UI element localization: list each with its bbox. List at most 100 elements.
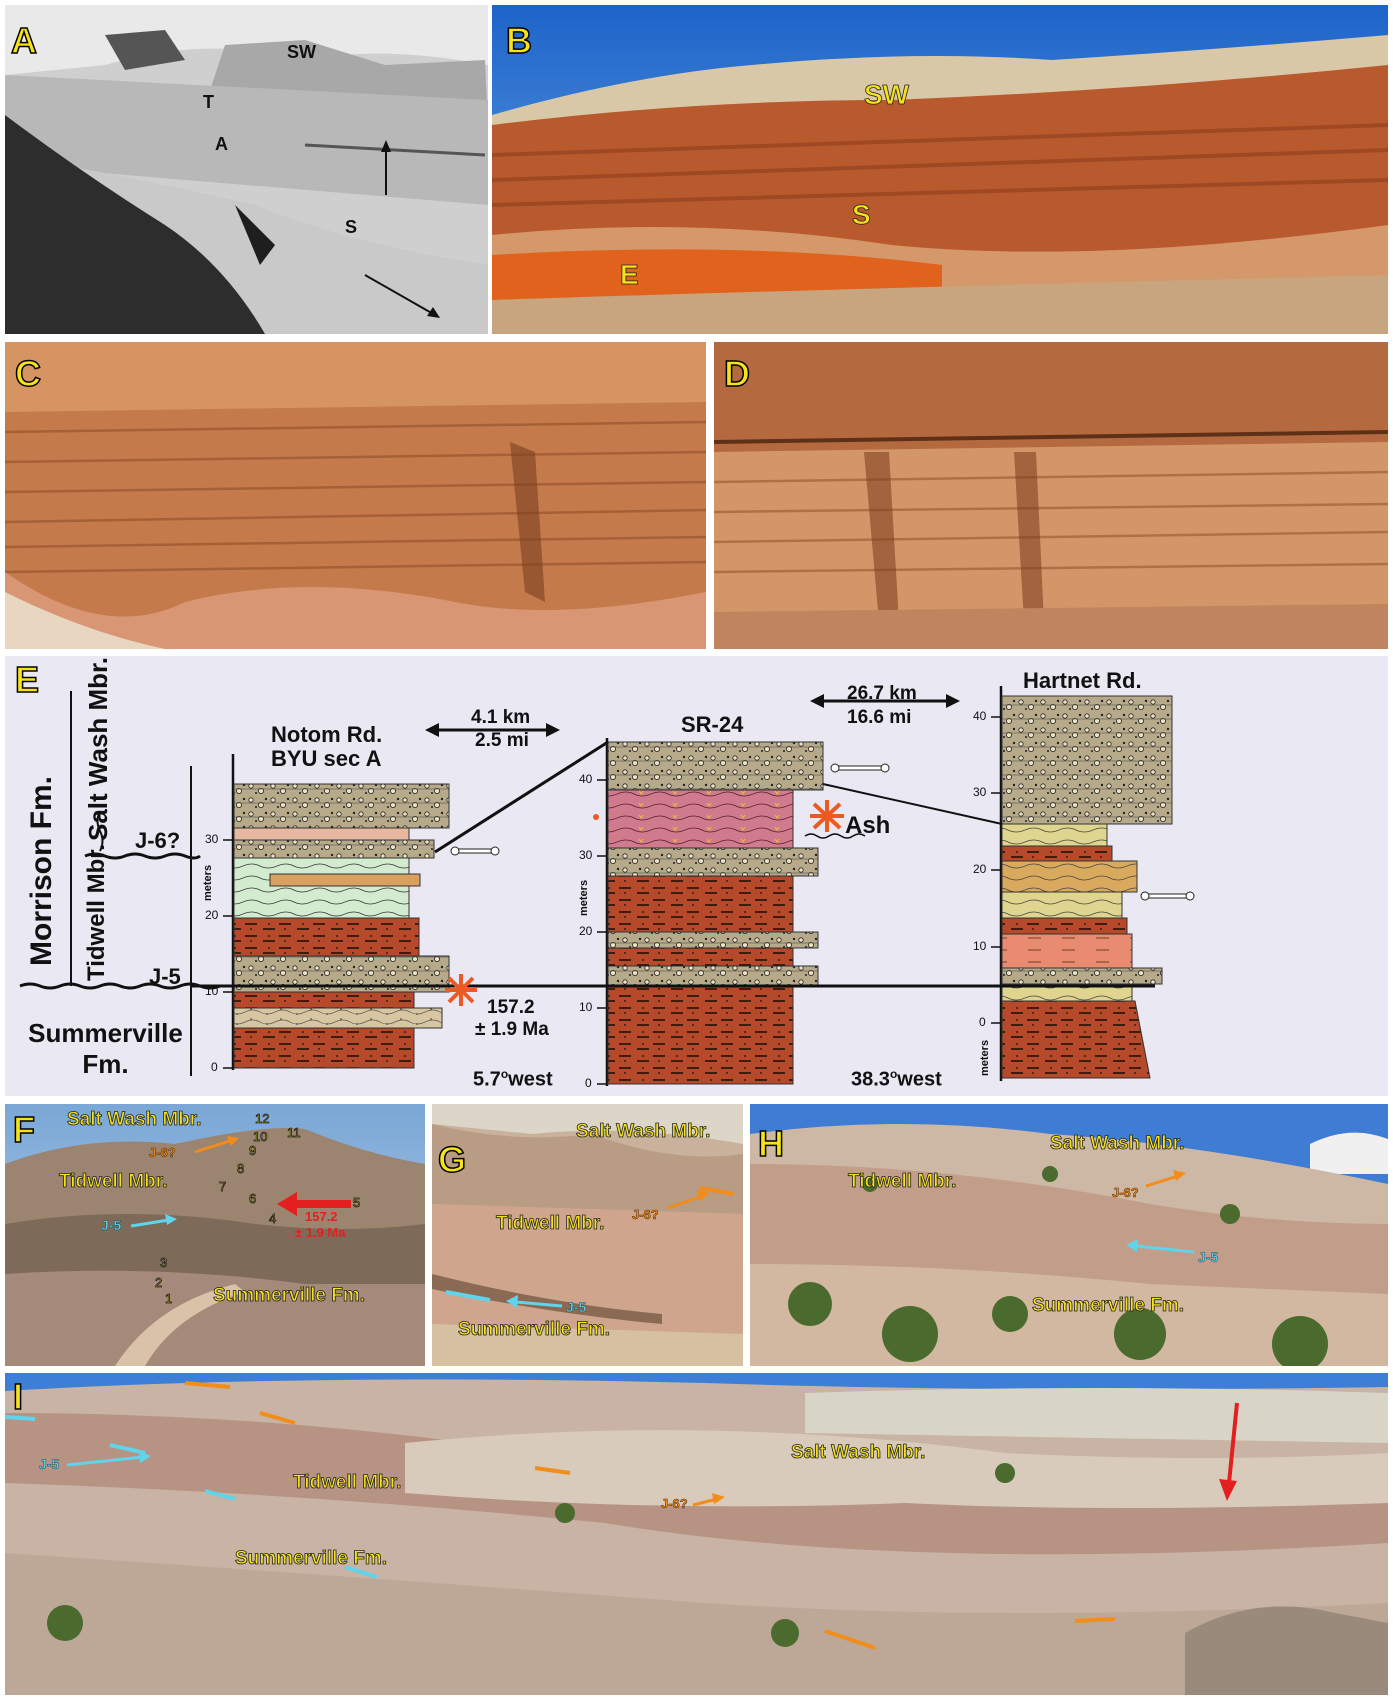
panel-d: D	[714, 342, 1388, 649]
f-num-7: 7	[219, 1179, 227, 1194]
hartnet-angle: 38.3owest	[851, 1067, 942, 1091]
panel-e: E Morrison Fm. Salt Wash Mbr. Tidwell Mb…	[5, 656, 1388, 1096]
i-summerville: Summerville Fm.	[235, 1548, 388, 1569]
hartnet-angle-value: 38.3	[851, 1068, 890, 1091]
i-tidwell: Tidwell Mbr.	[293, 1472, 402, 1493]
hartnet-angle-dir: west	[897, 1068, 942, 1091]
panel-b-label: B	[505, 20, 533, 61]
f-num-11: 11	[287, 1125, 301, 1140]
panel-f: F Salt Wash Mbr. Tidwell Mbr. Summervill…	[5, 1104, 425, 1366]
panel-h-arrows	[1126, 1170, 1195, 1254]
notom-angle-dir: west	[508, 1068, 553, 1091]
sr24-tick-10: 10	[579, 1000, 593, 1014]
f-summerville: Summerville Fm.	[213, 1285, 366, 1306]
hartnet-tick-30: 30	[973, 785, 987, 799]
panel-i-arrows	[66, 1402, 1239, 1507]
notom-angle-value: 5.7	[473, 1068, 501, 1091]
panel-b-photo	[492, 5, 1388, 334]
dist1-km: 4.1 km	[471, 707, 531, 728]
notom-title-2: BYU sec A	[271, 746, 382, 771]
i-j5: J-5	[39, 1456, 60, 1472]
panel-c: C	[5, 342, 706, 649]
panel-b: B SW S E	[492, 5, 1388, 334]
panel-f-label: F	[12, 1109, 36, 1150]
panel-a-photo	[5, 5, 488, 334]
h-j5: J-5	[1198, 1249, 1219, 1265]
g-tidwell: Tidwell Mbr.	[496, 1213, 605, 1234]
f-j6: J-6?	[149, 1145, 176, 1160]
f-tidwell: Tidwell Mbr.	[59, 1171, 168, 1192]
g-salt-wash: Salt Wash Mbr.	[576, 1121, 711, 1142]
panel-g: G Salt Wash Mbr. Tidwell Mbr. Summervill…	[432, 1104, 743, 1366]
g-summerville: Summerville Fm.	[458, 1319, 611, 1340]
panel-d-photo	[714, 342, 1388, 649]
panel-g-label: G	[437, 1139, 467, 1180]
j5-label-e: J-5	[149, 964, 181, 989]
dist1-mi: 2.5 mi	[475, 730, 529, 751]
notom-tick-20: 20	[205, 908, 219, 922]
age-value: 157.2	[487, 997, 535, 1018]
panel-c-photo	[5, 342, 706, 649]
f-num-2: 2	[155, 1275, 163, 1290]
panel-g-photo	[432, 1104, 743, 1366]
panel-a-t-mark: T	[203, 92, 214, 112]
h-tidwell: Tidwell Mbr.	[848, 1171, 957, 1192]
f-num-5: 5	[353, 1195, 361, 1210]
f-num-3: 3	[160, 1255, 168, 1270]
hartnet-tick-20: 20	[973, 862, 987, 876]
panel-c-label: C	[14, 353, 42, 394]
panel-i: I Salt Wash Mbr. Tidwell Mbr. Summervill…	[5, 1373, 1388, 1695]
notom-angle: 5.7owest	[473, 1067, 553, 1091]
panel-a-sw-mark: SW	[287, 42, 316, 62]
hartnet-tick-0: 0	[979, 1015, 986, 1029]
morrison-fm-label: Morrison Fm.	[25, 775, 58, 966]
panel-f-arrows	[130, 1136, 351, 1228]
f-j5: J-5	[101, 1217, 122, 1233]
panel-i-label: I	[12, 1376, 24, 1417]
j6-label-e: J-6?	[135, 828, 181, 853]
age-error: ± 1.9 Ma	[475, 1019, 549, 1040]
g-j5: J-5	[566, 1299, 587, 1315]
hartnet-tick-10: 10	[973, 939, 987, 953]
notom-tick-30: 30	[205, 832, 219, 846]
panel-d-label: D	[723, 353, 751, 394]
sr24-tick-20: 20	[579, 924, 593, 938]
i-j6: J-6?	[661, 1496, 688, 1511]
panel-b-sw-mark: SW	[864, 79, 910, 110]
f-num-8: 8	[237, 1161, 245, 1176]
hartnet-unit: meters	[979, 1039, 991, 1076]
f-num-10: 10	[253, 1129, 268, 1144]
sr24-tick-30: 30	[579, 848, 593, 862]
hartnet-title: Hartnet Rd.	[1023, 668, 1142, 693]
h-summerville: Summerville Fm.	[1032, 1295, 1185, 1316]
salt-wash-label-e: Salt Wash Mbr.	[83, 657, 113, 841]
panel-a-label: A	[10, 20, 38, 61]
summerville-label-e: Summerville Fm.	[28, 1018, 183, 1080]
sr24-tick-0: 0	[585, 1076, 592, 1090]
f-num-12: 12	[255, 1111, 270, 1126]
panel-b-e-mark: E	[620, 259, 639, 290]
panel-h-label: H	[757, 1123, 785, 1164]
hartnet-tick-40: 40	[973, 709, 987, 723]
g-j6: J-6?	[632, 1207, 659, 1222]
panel-f-photo	[5, 1104, 425, 1366]
i-salt-wash: Salt Wash Mbr.	[791, 1442, 926, 1463]
panel-a-s-mark: S	[345, 217, 358, 237]
f-num-4: 4	[269, 1211, 277, 1226]
sr24-unit: meters	[578, 879, 590, 916]
panel-b-s-mark: S	[852, 199, 871, 230]
panel-e-label: E	[14, 659, 40, 700]
panel-g-arrows	[445, 1186, 735, 1308]
h-salt-wash: Salt Wash Mbr.	[1050, 1133, 1185, 1154]
f-num-1: 1	[165, 1291, 173, 1306]
notom-tick-0: 0	[211, 1060, 218, 1074]
panel-h-photo	[750, 1104, 1388, 1366]
panel-i-photo	[5, 1373, 1388, 1695]
sr24-tick-40: 40	[579, 772, 593, 786]
panel-a-a-mark: A	[215, 134, 228, 154]
dist2-mi: 16.6 mi	[847, 707, 912, 728]
ash-label: Ash	[845, 812, 891, 839]
f-num-9: 9	[249, 1143, 257, 1158]
f-salt-wash: Salt Wash Mbr.	[67, 1109, 202, 1130]
panel-h: H Salt Wash Mbr. Tidwell Mbr. Summervill…	[750, 1104, 1388, 1366]
